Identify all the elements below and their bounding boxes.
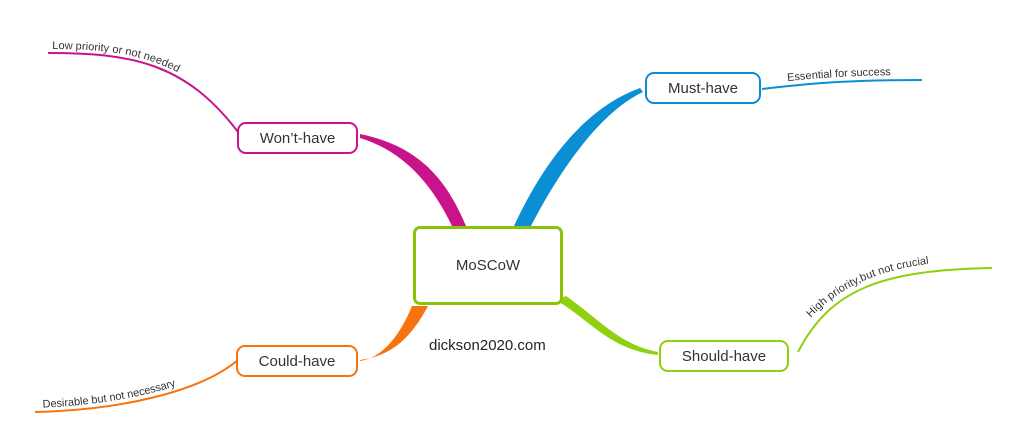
topic-wont-have[interactable]: Won’t-have — [237, 122, 358, 154]
topic-should-have[interactable]: Should-have — [659, 340, 789, 372]
note-line-must — [761, 79, 923, 90]
central-topic-label: MoSCoW — [455, 257, 521, 274]
note-line-should — [797, 267, 993, 353]
branch-could — [360, 306, 428, 361]
footer-watermark: dickson2020.com — [429, 337, 546, 354]
note-line-could — [34, 359, 239, 413]
branch-should — [556, 296, 658, 355]
branch-wont — [360, 134, 466, 226]
branch-must — [514, 88, 643, 226]
note-line-wont — [47, 52, 239, 133]
topic-label: Won’t-have — [259, 129, 336, 147]
topic-label: Should-have — [681, 347, 767, 365]
topic-label: Must-have — [667, 79, 739, 97]
topic-must-have[interactable]: Must-have — [645, 72, 761, 104]
topic-label: Could-have — [258, 352, 336, 370]
central-topic[interactable]: MoSCoW — [413, 226, 563, 305]
topic-could-have[interactable]: Could-have — [236, 345, 358, 377]
